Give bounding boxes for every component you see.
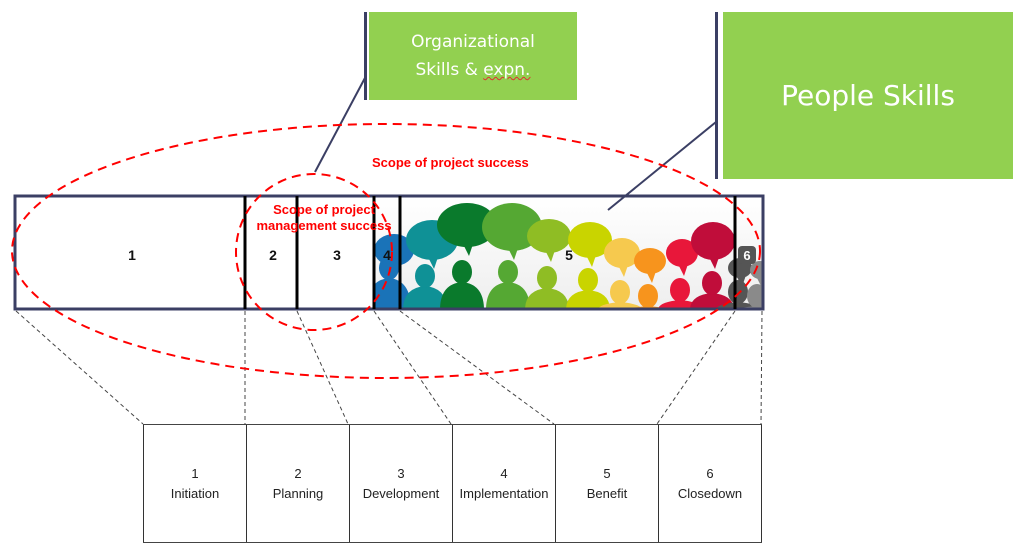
phase-number: 5 [603, 465, 611, 481]
person-with-speech-bubble-icon [658, 239, 702, 308]
scope-pm-success-ellipse [235, 173, 393, 331]
phase-cell-closedown: 6 Closedown [658, 425, 762, 542]
callout-org-line1: Organizational [411, 32, 535, 52]
organizational-skills-callout: Organizational Skills & expn. [369, 12, 577, 100]
phase-number: 6 [706, 465, 714, 481]
person-with-speech-bubble-icon [598, 238, 642, 308]
phase-name: Development [362, 485, 440, 501]
phase-name: Initiation [170, 485, 220, 501]
segment-label-6: 6 [738, 246, 756, 264]
phase-cell-benefit: 5 Benefit [555, 425, 658, 542]
connector-line-6 [656, 310, 736, 425]
person-with-speech-bubble-icon [374, 234, 414, 308]
phase-name: Closedown [677, 485, 743, 501]
callout-org-line2a: Skills & [415, 60, 484, 80]
scope-project-success-ellipse [11, 123, 761, 379]
phase-table: 1 Initiation 2 Planning 3 Development 4 … [143, 424, 762, 543]
phase-number: 3 [397, 465, 405, 481]
connector-line-1 [15, 310, 144, 425]
callout-bracket-people [715, 12, 718, 179]
scope-pm-success-label: Scope of project management success [244, 202, 404, 234]
phase-number: 1 [191, 465, 199, 481]
connector-line-4 [373, 310, 452, 425]
phase-name: Benefit [586, 485, 628, 501]
phase-cell-implementation: 4 Implementation [452, 425, 555, 542]
segment-label-1: 1 [128, 247, 136, 263]
scope-pm-success-line1: Scope of project [273, 202, 375, 217]
person-with-speech-bubble-icon [482, 203, 542, 308]
callout-bracket-org [364, 12, 367, 100]
timeline-bar [13, 194, 765, 311]
segment-label-3: 3 [333, 247, 341, 263]
connector-line-7 [760, 310, 763, 425]
person-with-speech-bubble-icon [566, 222, 612, 308]
callout-org-line2b: expn. [483, 60, 531, 80]
callout-people-label: People Skills [781, 79, 955, 112]
scope-pm-success-line2: management success [256, 218, 392, 233]
people-skills-callout: People Skills [723, 12, 1013, 179]
phase-cell-planning: 2 Planning [246, 425, 349, 542]
segment-label-2: 2 [269, 247, 277, 263]
phase-cell-development: 3 Development [349, 425, 452, 542]
phase-number: 2 [294, 465, 302, 481]
person-with-speech-bubble-icon [631, 248, 666, 308]
phase-cell-initiation: 1 Initiation [143, 425, 246, 542]
person-with-speech-bubble-icon [437, 203, 497, 308]
phase-name: Implementation [459, 485, 549, 501]
people-illustration [374, 197, 762, 308]
connector-line-5 [399, 310, 555, 425]
segment-label-5: 5 [565, 247, 573, 263]
phase-number: 4 [500, 465, 508, 481]
person-with-speech-bubble-icon [525, 219, 571, 308]
person-with-speech-bubble-icon [690, 222, 735, 308]
scope-project-success-label: Scope of project success [372, 155, 529, 170]
segment-label-4: 4 [383, 247, 391, 263]
phase-name: Planning [272, 485, 324, 501]
connector-line-3 [296, 310, 349, 425]
